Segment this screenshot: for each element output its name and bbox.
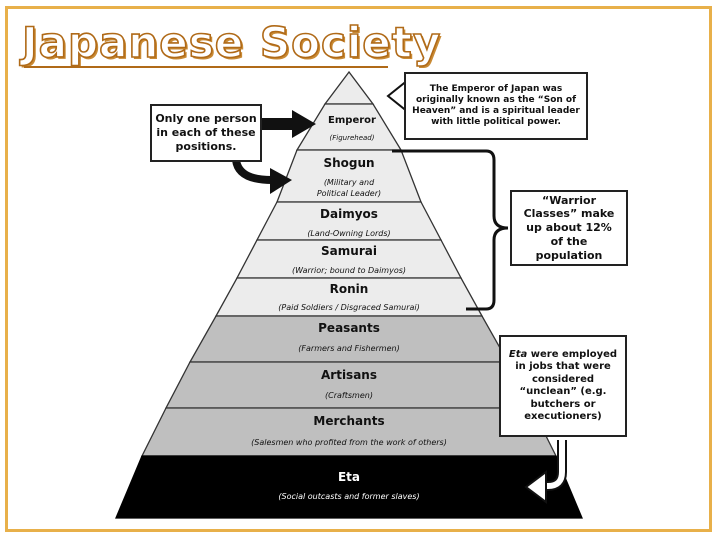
tier-desc-artisans: (Craftsmen) xyxy=(325,391,373,400)
tier-desc-merchants: (Salesmen who profited from the work of … xyxy=(251,438,447,447)
tier-desc-eta: (Social outcasts and former slaves) xyxy=(278,492,420,501)
note-one-person-text: Only one person in each of these positio… xyxy=(155,112,257,153)
title-underline xyxy=(24,66,388,68)
tier-eta-shape xyxy=(115,455,583,519)
arrow-to-shogun-head xyxy=(270,168,292,194)
tier-label-artisans: Artisans xyxy=(321,368,377,382)
tier-label-peasants: Peasants xyxy=(318,321,380,335)
tier-desc-peasants: (Farmers and Fishermen) xyxy=(298,344,400,353)
tier-shogun-shape xyxy=(295,103,403,151)
note-warrior-text: “Warrior Classes” make up about 12% of t… xyxy=(523,193,615,262)
tier-desc-samurai: (Warrior; bound to Daimyos) xyxy=(291,266,407,275)
arrow-to-eta-inner xyxy=(546,440,565,489)
note-emperor: The Emperor of Japan was originally know… xyxy=(404,72,588,140)
slide-frame xyxy=(5,6,712,532)
page-title: Japanese Society xyxy=(21,17,442,68)
arrow-to-emperor xyxy=(262,110,316,138)
note-eta-rest: were employed in jobs that were consider… xyxy=(515,348,618,423)
tier-label-ronin: Ronin xyxy=(329,282,369,296)
note-eta-word: Eta xyxy=(508,348,528,360)
tier-desc-shogun-line1: (Military and xyxy=(323,178,375,187)
tier-label-daimyos: Daimyos xyxy=(320,207,378,221)
tier-label-shogun: Shogun xyxy=(323,156,375,170)
tier-desc-emperor: (Figurehead) xyxy=(329,134,375,142)
tier-desc-ronin: (Paid Soldiers / Disgraced Samurai) xyxy=(278,303,420,312)
tier-label-samurai: Samurai xyxy=(321,244,377,258)
tier-desc-daimyos: (Land-Owning Lords) xyxy=(307,229,391,238)
arrow-to-eta-head xyxy=(524,470,547,504)
note-warrior-classes: “Warrior Classes” make up about 12% of t… xyxy=(510,190,628,266)
note-one-person: Only one person in each of these positio… xyxy=(150,104,262,162)
note-emperor-text: The Emperor of Japan was originally know… xyxy=(412,83,580,128)
tier-desc-shogun-line2: Political Leader) xyxy=(316,189,382,198)
arrow-to-shogun xyxy=(232,159,273,184)
note-eta: Eta were employed in jobs that were cons… xyxy=(499,335,627,437)
note-eta-text: Eta were employed in jobs that were cons… xyxy=(507,349,619,424)
tier-label-emperor: Emperor xyxy=(328,115,376,126)
warrior-bracket xyxy=(392,149,509,311)
tier-emperor-shape xyxy=(323,70,375,105)
tier-label-merchants: Merchants xyxy=(313,414,385,428)
tier-label-eta: Eta xyxy=(337,470,361,484)
